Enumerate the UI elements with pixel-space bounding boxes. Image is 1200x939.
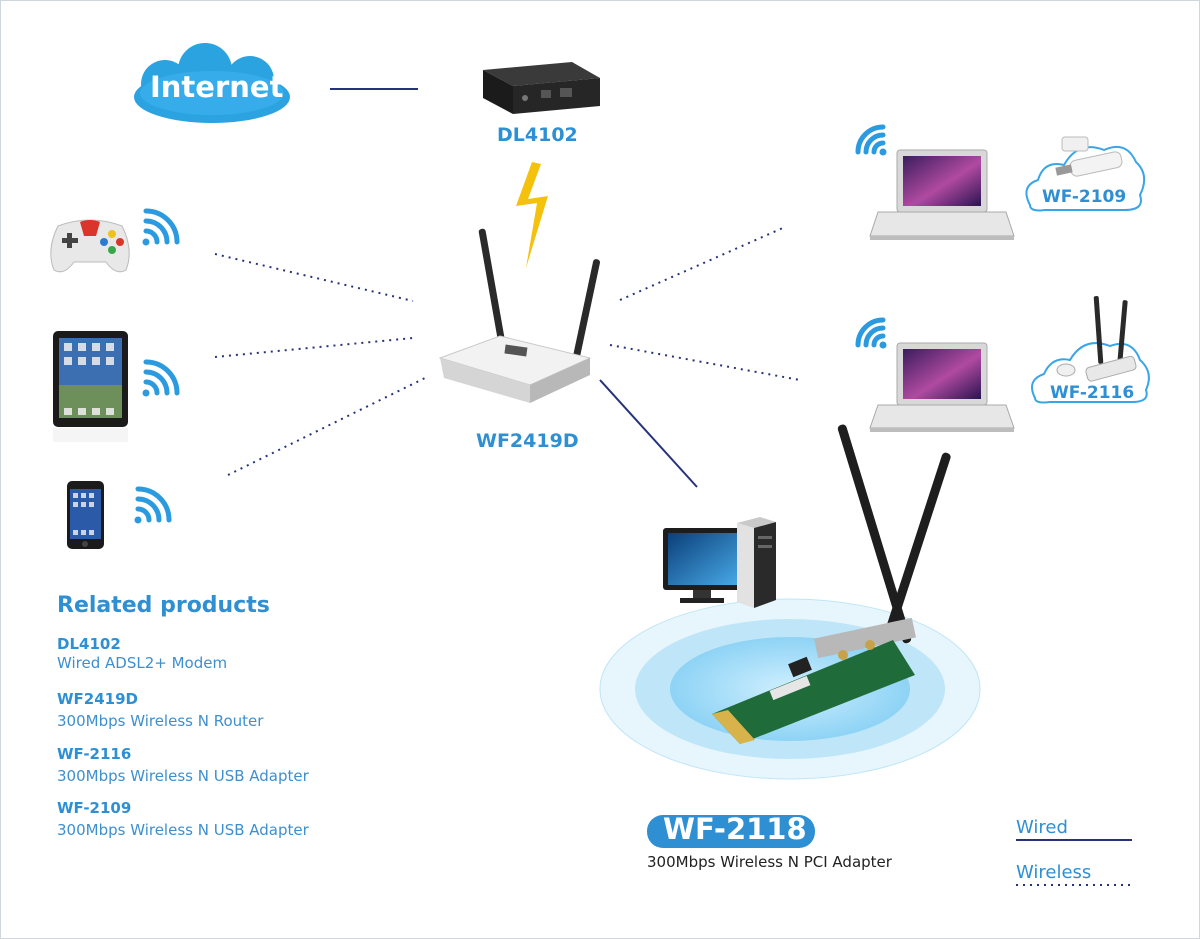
related-item-name: WF-2109 bbox=[57, 799, 132, 817]
related-item-name: DL4102 bbox=[57, 635, 121, 653]
gamepad-icon bbox=[50, 219, 130, 273]
cloud-icon bbox=[134, 43, 290, 123]
laptop-icon bbox=[869, 342, 1015, 432]
related-item-desc: 300Mbps Wireless N USB Adapter bbox=[57, 767, 309, 785]
wireless-link-gamepad bbox=[214, 253, 414, 302]
wireless-link-tablet bbox=[214, 337, 414, 358]
wifi-icon-phone bbox=[134, 486, 172, 524]
usb-adapter-icon bbox=[1031, 296, 1150, 404]
router-icon bbox=[438, 228, 600, 403]
related-item-name: WF-2116 bbox=[57, 745, 132, 763]
legend-wired-label: Wired bbox=[1016, 817, 1068, 838]
modem-icon bbox=[483, 62, 600, 114]
wireless-links bbox=[214, 226, 801, 476]
pci-desc: 300Mbps Wireless N PCI Adapter bbox=[647, 853, 892, 871]
internet-label: Internet bbox=[150, 70, 284, 104]
pci-card-icon bbox=[712, 424, 951, 744]
pci-name: WF-2118 bbox=[663, 812, 807, 846]
router-label: WF2419D bbox=[476, 430, 579, 452]
related-item-desc: 300Mbps Wireless N USB Adapter bbox=[57, 821, 309, 839]
related-item-desc: 300Mbps Wireless N Router bbox=[57, 712, 264, 730]
wireless-link-laptop-top bbox=[619, 226, 786, 301]
wifi-icon bbox=[134, 124, 887, 524]
usb-label-top: WF-2109 bbox=[1042, 187, 1127, 207]
usb-label-bottom: WF-2116 bbox=[1050, 383, 1135, 403]
lightning-icon bbox=[516, 162, 548, 268]
wireless-link-phone bbox=[227, 376, 428, 476]
wireless-link-laptop-bottom bbox=[609, 344, 801, 381]
wifi-icon-laptop-bottom bbox=[855, 317, 887, 349]
wifi-icon-tablet bbox=[142, 359, 180, 397]
usb-adapter-icon bbox=[1025, 136, 1146, 212]
tablet-icon bbox=[53, 331, 128, 442]
modem-label: DL4102 bbox=[497, 124, 578, 146]
wired-link-router-pc bbox=[599, 379, 698, 488]
legend-wireless-label: Wireless bbox=[1016, 862, 1092, 883]
related-item-desc: Wired ADSL2+ Modem bbox=[57, 654, 228, 672]
related-item-name: WF2419D bbox=[57, 690, 138, 708]
pci-label-pill bbox=[647, 815, 815, 848]
wifi-icon-laptop-top bbox=[855, 124, 887, 156]
wifi-icon-gamepad bbox=[142, 208, 180, 246]
phone-icon bbox=[67, 481, 104, 549]
related-title: Related products bbox=[57, 593, 270, 618]
desktop-pc-icon bbox=[663, 517, 776, 608]
laptop-icon bbox=[869, 149, 1015, 240]
